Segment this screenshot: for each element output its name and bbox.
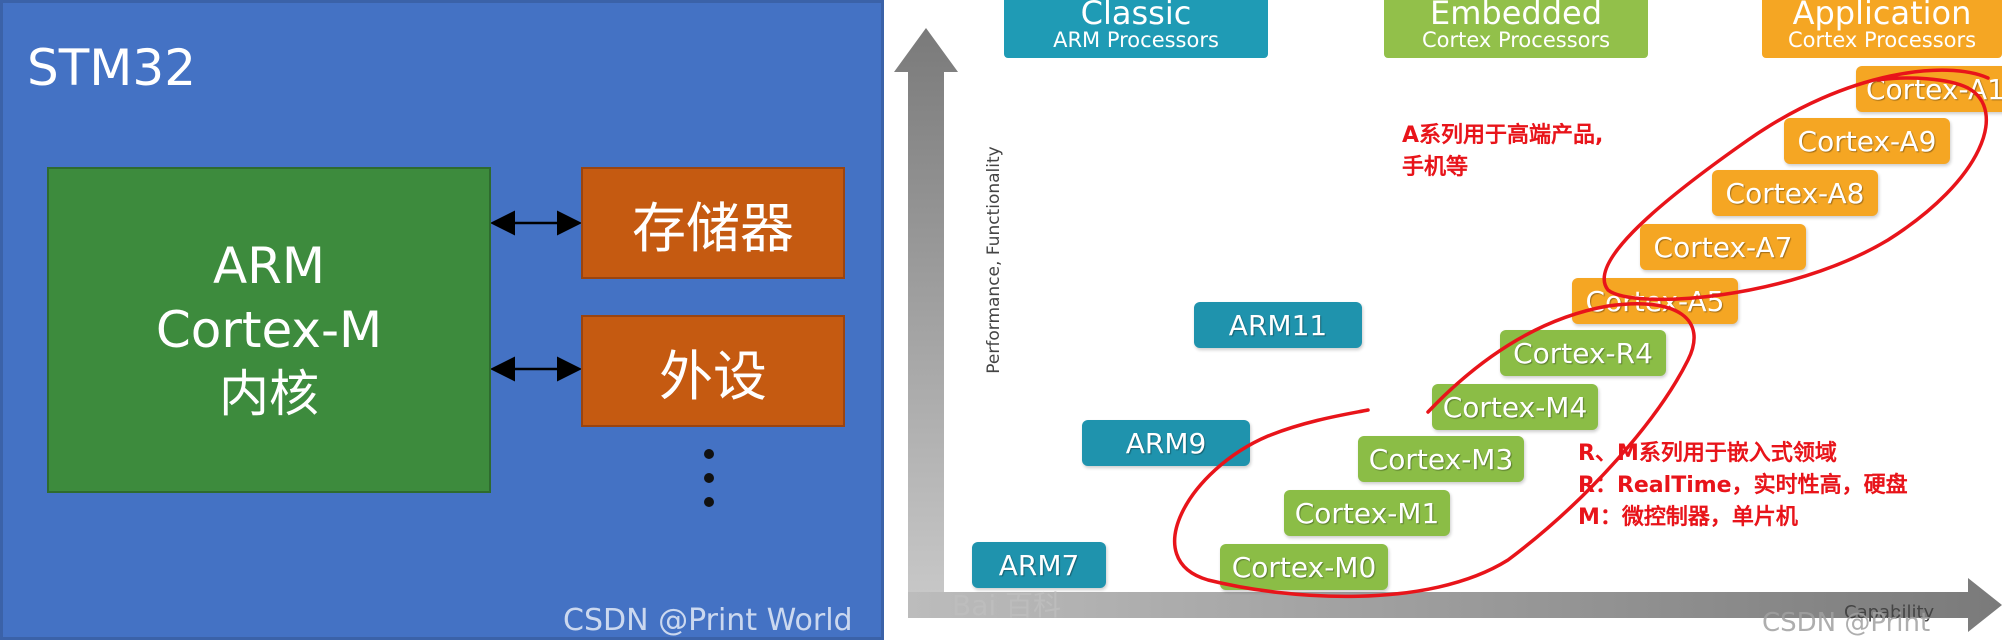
header-classic-subtitle: ARM Processors bbox=[1053, 28, 1219, 52]
header-embedded: Embedded Cortex Processors bbox=[1384, 0, 1648, 58]
a-series-note-line-2: 手机等 bbox=[1402, 155, 1469, 180]
annotation-circles bbox=[1173, 68, 1990, 599]
processor-cortex-r4: Cortex-R4 bbox=[1500, 330, 1666, 376]
header-application: Application Cortex Processors bbox=[1762, 0, 2002, 58]
processor-cortex-m4: Cortex-M4 bbox=[1432, 384, 1598, 430]
chart-axes bbox=[894, 28, 2002, 632]
x-axis-label: Capability bbox=[1844, 602, 1935, 623]
rm-series-note: R、M系列用于嵌入式领域 R：RealTime，实时性高，硬盘 M：微控制器，单… bbox=[1578, 438, 1908, 534]
core-line-1: ARM bbox=[212, 237, 326, 295]
processor-cortex-m1: Cortex-M1 bbox=[1284, 490, 1450, 536]
arm-core-block: ARM Cortex-M 内核 bbox=[47, 167, 491, 493]
core-line-2: Cortex-M bbox=[155, 301, 383, 359]
header-classic: Classic ARM Processors bbox=[1004, 0, 1268, 58]
header-application-title: Application bbox=[1792, 0, 1972, 32]
rm-series-note-line-2: R：RealTime，实时性高，硬盘 bbox=[1578, 473, 1908, 498]
a-series-circle bbox=[1602, 68, 1990, 302]
more-ellipsis bbox=[699, 449, 719, 507]
header-classic-title: Classic bbox=[1080, 0, 1192, 32]
a-series-note: A系列用于高端产品, 手机等 bbox=[1402, 120, 1603, 184]
watermark-right: CSDN @Print World bbox=[1762, 608, 1931, 640]
processor-cortex-m0: Cortex-M0 bbox=[1220, 544, 1388, 590]
header-application-subtitle: Cortex Processors bbox=[1787, 28, 1977, 52]
stm32-block-diagram: STM32 ARM Cortex-M 内核 存储器 外设 CSDN @Print… bbox=[0, 0, 884, 640]
core-line-3: 内核 bbox=[219, 365, 319, 423]
rm-series-note-line-3: M：微控制器，单片机 bbox=[1578, 505, 1798, 530]
diagram-title: STM32 bbox=[27, 39, 197, 97]
arm-processor-chart: Classic ARM Processors Embedded Cortex P… bbox=[888, 0, 2002, 640]
a-series-note-line-1: A系列用于高端产品, bbox=[1402, 123, 1604, 148]
processor-cortex-m3: Cortex-M3 bbox=[1358, 436, 1524, 482]
processor-cortex-a8: Cortex-A8 bbox=[1712, 170, 1878, 216]
watermark-left: CSDN @Print World bbox=[563, 603, 853, 638]
processor-cortex-a7: Cortex-A7 bbox=[1640, 224, 1806, 270]
rm-series-note-line-1: R、M系列用于嵌入式领域 bbox=[1578, 441, 1837, 466]
header-embedded-title: Embedded bbox=[1429, 0, 1602, 32]
memory-block: 存储器 bbox=[581, 167, 845, 279]
y-axis-arrow bbox=[894, 28, 958, 600]
processor-arm11: ARM11 bbox=[1194, 302, 1362, 348]
header-embedded-subtitle: Cortex Processors bbox=[1421, 28, 1611, 52]
peripheral-block: 外设 bbox=[581, 315, 845, 427]
x-axis-arrow bbox=[908, 578, 2002, 632]
rm-series-circle bbox=[1173, 301, 1696, 599]
processor-cortex-a9: Cortex-A9 bbox=[1784, 118, 1950, 164]
connection-arrows bbox=[491, 210, 582, 382]
processor-arm7: ARM7 bbox=[972, 542, 1106, 588]
baidu-watermark: Bai 百科 bbox=[952, 589, 1062, 622]
processor-arm9: ARM9 bbox=[1082, 420, 1250, 466]
